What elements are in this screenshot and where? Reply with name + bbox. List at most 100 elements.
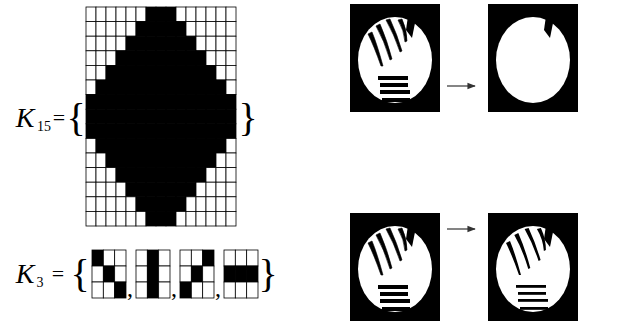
kernel-cell [186, 124, 196, 139]
kernel-cell [156, 109, 166, 124]
kernel-cell [186, 168, 196, 183]
kernel-cell [226, 95, 236, 110]
kernel-cell [146, 51, 156, 66]
kernel-cell [147, 282, 158, 298]
kernel-cell [226, 65, 236, 80]
kernel-cell [235, 282, 246, 298]
kernel-cell [166, 51, 176, 66]
kernel-cell [136, 51, 146, 66]
kernel-cell [103, 282, 114, 298]
kernel-cell [136, 80, 146, 95]
kernel-cell [186, 211, 196, 226]
kernel-cell [126, 124, 136, 139]
kernel-cell [216, 168, 226, 183]
crack [506, 241, 521, 275]
image-ground [488, 213, 578, 321]
kernel-cell [186, 36, 196, 51]
disc [496, 226, 570, 312]
kernel-cell [86, 124, 96, 139]
kernel-cell [156, 124, 166, 139]
kernel-cell [86, 80, 96, 95]
kernel-cell [116, 138, 126, 153]
kernel-cell [166, 153, 176, 168]
kernel-cell [146, 109, 156, 124]
kernel-cell [86, 109, 96, 124]
kernel-cell [146, 95, 156, 110]
crack [386, 19, 402, 52]
comma: , [215, 276, 221, 300]
kernel-cell [216, 138, 226, 153]
kernel-cell [96, 168, 106, 183]
kernel-subscript: 15 [37, 120, 51, 134]
kernel-cell [216, 109, 226, 124]
kernel-cell [166, 211, 176, 226]
kernel-cell [126, 36, 136, 51]
kernel-cell [216, 197, 226, 212]
kernel-cell [126, 65, 136, 80]
kernel-cell [191, 250, 202, 266]
crack [368, 32, 383, 66]
kernel-cell [176, 182, 186, 197]
kernel-cell [196, 22, 206, 37]
kernel-cell [224, 250, 235, 266]
kernel-cell [146, 80, 156, 95]
kernel-cell [247, 250, 258, 266]
kernel-cell [136, 153, 146, 168]
kernel-cell [203, 266, 214, 282]
kernel-cell [86, 153, 96, 168]
kernel-cell [196, 80, 206, 95]
kernel-cell [156, 197, 166, 212]
kernel-cell [136, 138, 146, 153]
kernel-cell [136, 109, 146, 124]
kernel-cell [196, 197, 206, 212]
kernel-cell [186, 80, 196, 95]
kernel-cell [126, 182, 136, 197]
kernel-cell [156, 65, 166, 80]
kernel-cell [136, 65, 146, 80]
kernel-cell [136, 250, 147, 266]
kernel-cell [203, 250, 214, 266]
kernel-cell [176, 51, 186, 66]
kernel-cell [156, 80, 166, 95]
crack [537, 228, 546, 251]
kernel-cell [86, 168, 96, 183]
kernel-cell [235, 266, 246, 282]
kernel-cell [126, 138, 136, 153]
kernel-cell [136, 124, 146, 139]
kernel-cell [136, 211, 146, 226]
kernel-cell [116, 51, 126, 66]
kernel-cell [206, 124, 216, 139]
open-brace: { [66, 98, 85, 138]
kernel-cell [196, 211, 206, 226]
kernel-cell [186, 22, 196, 37]
arrow [447, 228, 475, 229]
kernel-cell [226, 124, 236, 139]
bar [516, 285, 546, 288]
bar [518, 299, 548, 302]
kernel-cell [116, 7, 126, 22]
kernel-cell [126, 95, 136, 110]
kernel-cell [92, 282, 103, 298]
kernel-cell [136, 282, 147, 298]
kernel-cell [146, 182, 156, 197]
kernel-cell [116, 182, 126, 197]
kernel-cell [86, 51, 96, 66]
kernel-cell [176, 36, 186, 51]
kernel-symbol: K [16, 260, 35, 288]
crack [514, 233, 530, 269]
kernel-cell [206, 153, 216, 168]
kernel-cell [226, 168, 236, 183]
binary-image [488, 4, 578, 112]
kernel-cell [196, 124, 206, 139]
kernel-cell [106, 36, 116, 51]
kernel-cell [226, 138, 236, 153]
kernel-cell [166, 109, 176, 124]
kernel-cell [106, 22, 116, 37]
crack [398, 19, 407, 42]
kernel-cell [176, 211, 186, 226]
kernel-cell [156, 95, 166, 110]
kernel-cell [176, 109, 186, 124]
kernel-cell [86, 211, 96, 226]
kernel-cell [216, 65, 226, 80]
